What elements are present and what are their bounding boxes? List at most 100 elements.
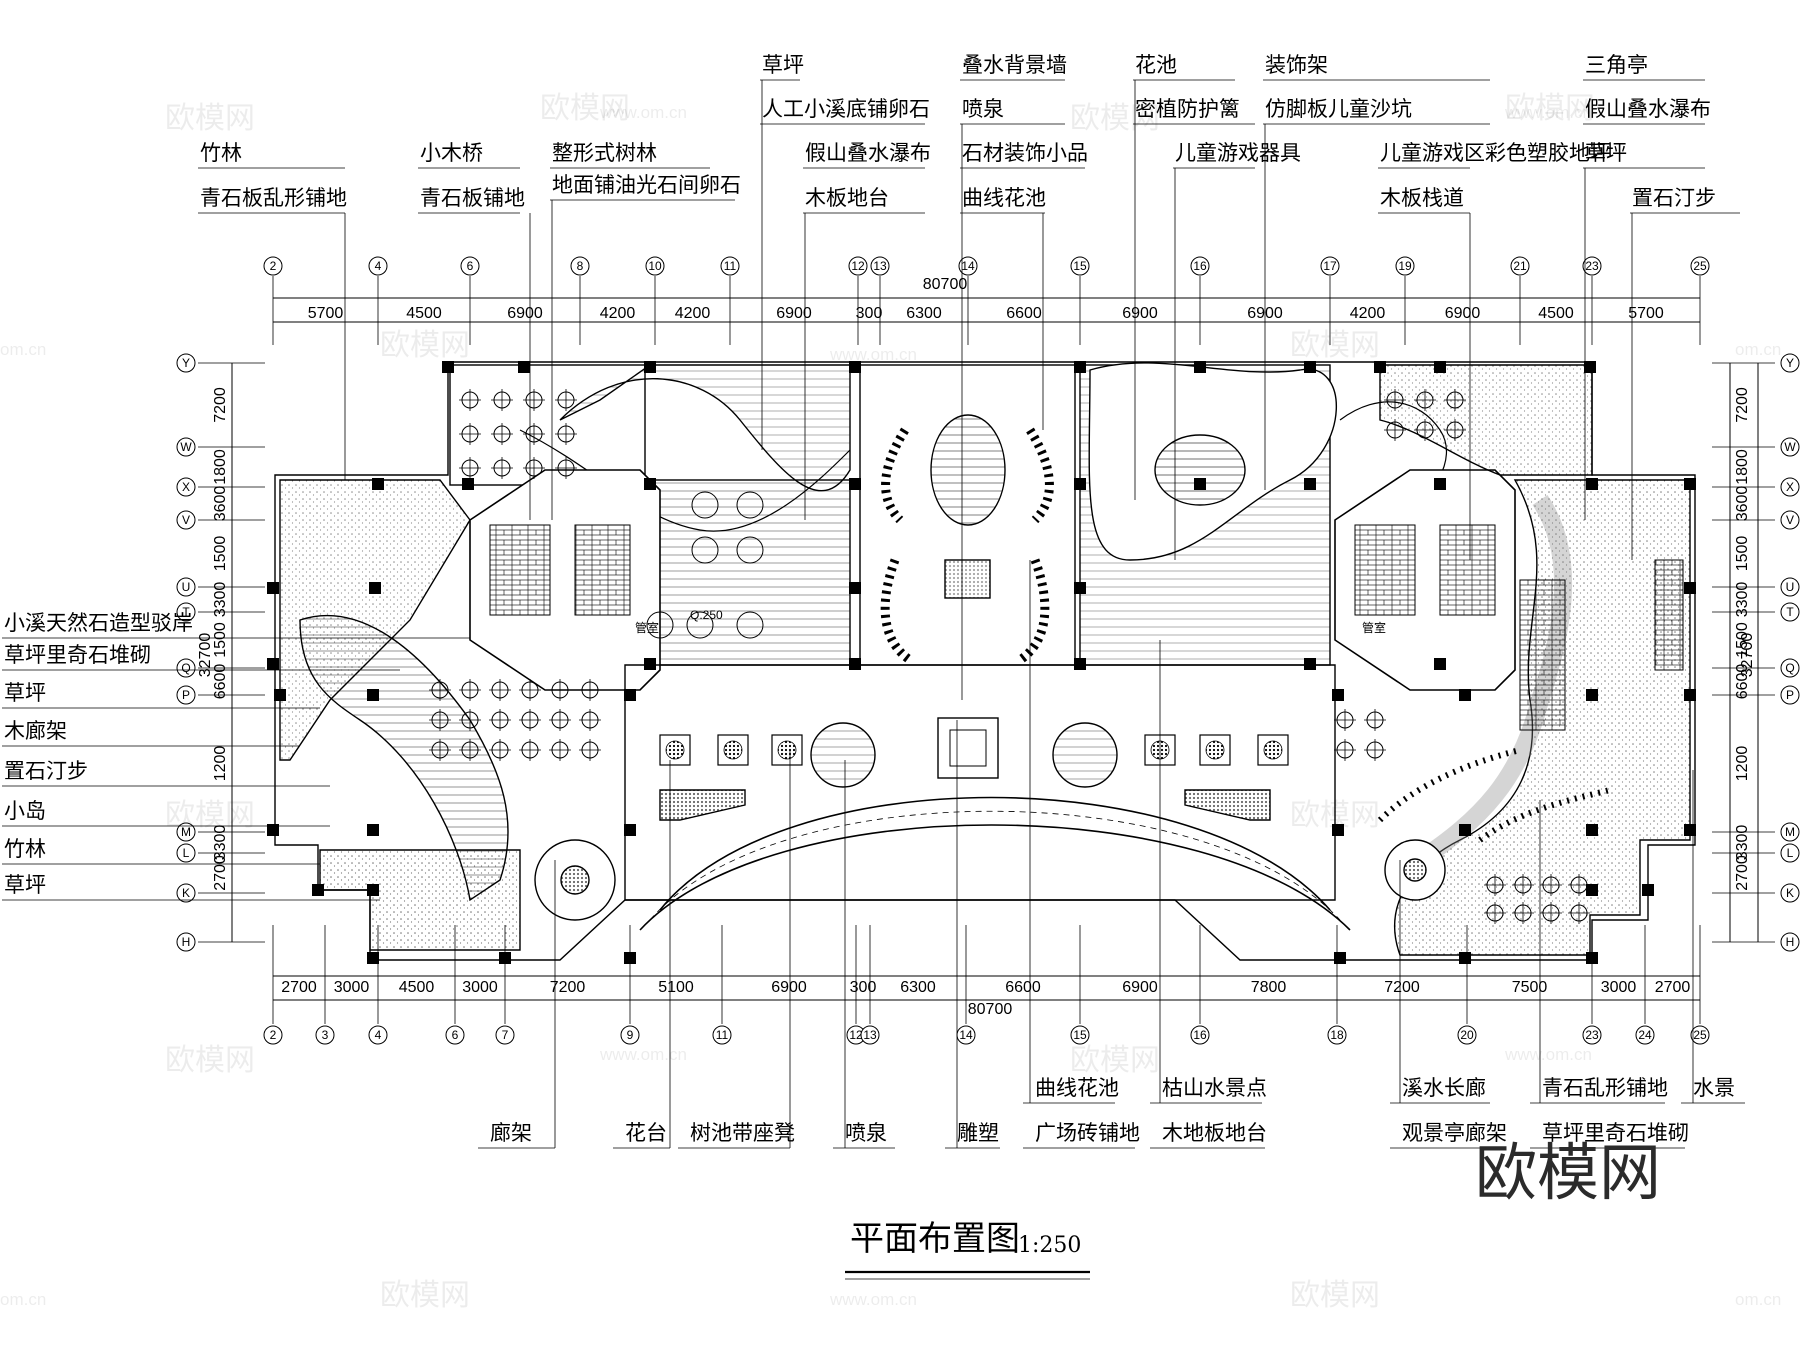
shrub-cluster-1	[736, 491, 764, 519]
square-planter-tree-4	[1205, 740, 1225, 760]
tree-cross-b-0-1	[429, 709, 451, 731]
column-46	[367, 884, 379, 896]
left-dim-3: 1500	[212, 536, 229, 572]
left-axis-10-circle	[176, 883, 196, 903]
tree-cross-a-2-2	[523, 457, 545, 479]
top-axis-6-label: 12	[851, 259, 865, 273]
right-axis-4-label: U	[1786, 580, 1795, 594]
top-axis-2-circle	[460, 256, 480, 276]
top-label-21: 三角亭	[1585, 53, 1648, 77]
room-tag-left: 管室	[635, 620, 659, 635]
bottom-axis-8-circle	[860, 1025, 880, 1045]
tree-cross-a-3-2	[555, 457, 577, 479]
tree-cross-d-0-1	[1484, 902, 1506, 924]
right-axis-8-label: M	[1785, 825, 1795, 839]
left-label-0: 小溪天然石造型驳岸	[4, 611, 193, 635]
left-label-6: 竹林	[4, 837, 46, 861]
right-dim-5: 1500	[1734, 622, 1751, 658]
tree-cross-b-5-0	[579, 679, 601, 701]
bottom-axis-5-label: 9	[627, 1028, 634, 1042]
bottom-dim-5: 5100	[658, 979, 694, 996]
top-label-9: 木板地台	[805, 186, 889, 210]
left-axis-7-label: P	[182, 688, 190, 702]
top-label-8: 假山叠水瀑布	[805, 141, 931, 165]
bottom-axis-6-label: 11	[716, 1028, 729, 1042]
plaza-sculpture-base	[937, 717, 999, 779]
bottom-dim-9: 6600	[1005, 979, 1041, 996]
right-axis-10-circle	[1780, 883, 1800, 903]
watermark-url-4: www.om.cn	[1504, 1045, 1592, 1064]
right-axis-8-circle	[1780, 822, 1800, 842]
tree-cross-b-3-2	[519, 739, 541, 761]
column-16	[1304, 478, 1316, 490]
bottom-dim-2: 4500	[399, 979, 435, 996]
top-label-22: 假山叠水瀑布	[1585, 97, 1711, 121]
top-axis-5-label: 11	[724, 259, 737, 273]
column-40	[624, 824, 636, 836]
watermark-url-5: www.om.cn	[829, 1290, 917, 1309]
shrub-cluster-0	[691, 491, 719, 519]
top-axis-7-label: 13	[873, 259, 887, 273]
bottom-dim-15: 2700	[1655, 979, 1691, 996]
top-label-24: 置石汀步	[1632, 186, 1716, 210]
left-dim-9: 2700	[212, 855, 229, 891]
bottom-axis-7-label: 12	[849, 1028, 863, 1042]
bottom-axis-14-circle	[1582, 1025, 1602, 1045]
tree-cross-a-0-2	[459, 457, 481, 479]
column-25	[267, 658, 279, 670]
right-brick-wall	[1519, 579, 1566, 731]
right-axis-1-label: W	[1784, 440, 1796, 454]
planter-layer	[646, 491, 1289, 766]
watermark-text-4: 欧模网	[380, 328, 470, 363]
shrub-cluster-2	[691, 536, 719, 564]
top-label-6: 草坪	[762, 53, 804, 77]
column-0	[442, 361, 454, 373]
bottom-axis-1-circle	[315, 1025, 335, 1045]
bottom-label-0: 廊架	[490, 1121, 532, 1145]
tree-cross-d-1-1	[1512, 902, 1534, 924]
square-planter-5	[1257, 734, 1289, 766]
watermark-text-1: 欧模网	[540, 91, 630, 126]
watermark-text-2: 欧模网	[1070, 101, 1160, 136]
column-35	[1459, 689, 1471, 701]
top-label-3: 青石板铺地	[420, 186, 525, 210]
top-label-15: 密植防护篱	[1135, 97, 1240, 121]
left-axis-6-label: Q	[181, 661, 190, 675]
top-dim-6: 300	[856, 305, 883, 322]
right-axis-7-label: P	[1786, 688, 1794, 702]
tree-cross-b-2-0	[489, 679, 511, 701]
right-brick-wall-2	[1654, 559, 1684, 671]
center-curve-planter-l2	[880, 558, 913, 664]
brand-logo: 欧模网	[1475, 1136, 1661, 1209]
left-axis-3-circle	[176, 510, 196, 530]
top-dim-3: 4200	[600, 305, 636, 322]
column-23	[1074, 582, 1086, 594]
bottom-annotation-labels: 廊架花台树池带座凳喷泉雕塑曲线花池广场砖铺地枯山水景点木地板地台溪水长廊观景亭廊…	[478, 560, 1745, 1149]
left-dim-6: 6600	[212, 664, 229, 700]
tree-cross-a-2-0	[523, 389, 545, 411]
top-axis-1-label: 4	[375, 259, 382, 273]
right-curved-bridge-2	[1478, 787, 1611, 843]
top-label-18: 仿脚板儿童沙坑	[1265, 97, 1412, 121]
shrub-cluster-3	[736, 536, 764, 564]
tree-cross-b-3-1	[519, 709, 541, 731]
top-axis-15-label: 25	[1693, 259, 1707, 273]
right-axis-0-label: Y	[1786, 356, 1794, 370]
left-dim-1: 1800	[212, 449, 229, 485]
tree-cross-c-0-0	[1334, 709, 1356, 731]
top-axis-10-circle	[1190, 256, 1210, 276]
overall-dimension-bottom: 80700	[968, 1001, 1013, 1018]
top-label-20: 木板栈道	[1380, 186, 1464, 210]
bottom-axis-12-circle	[1327, 1025, 1347, 1045]
watermark-url-2: www.om.cn	[829, 345, 917, 364]
right-sandpit	[1154, 434, 1246, 506]
column-34	[1332, 689, 1344, 701]
top-dim-0: 5700	[308, 305, 344, 322]
tree-cross-d-2-1	[1540, 902, 1562, 924]
column-10	[372, 478, 384, 490]
column-30	[1434, 658, 1446, 670]
drawing-title: 平面布置图	[850, 1219, 1020, 1259]
overall-dimension-left: 32700	[197, 633, 214, 678]
watermark-text-8: 欧模网	[165, 1043, 255, 1078]
top-axis-10-label: 16	[1193, 259, 1207, 273]
